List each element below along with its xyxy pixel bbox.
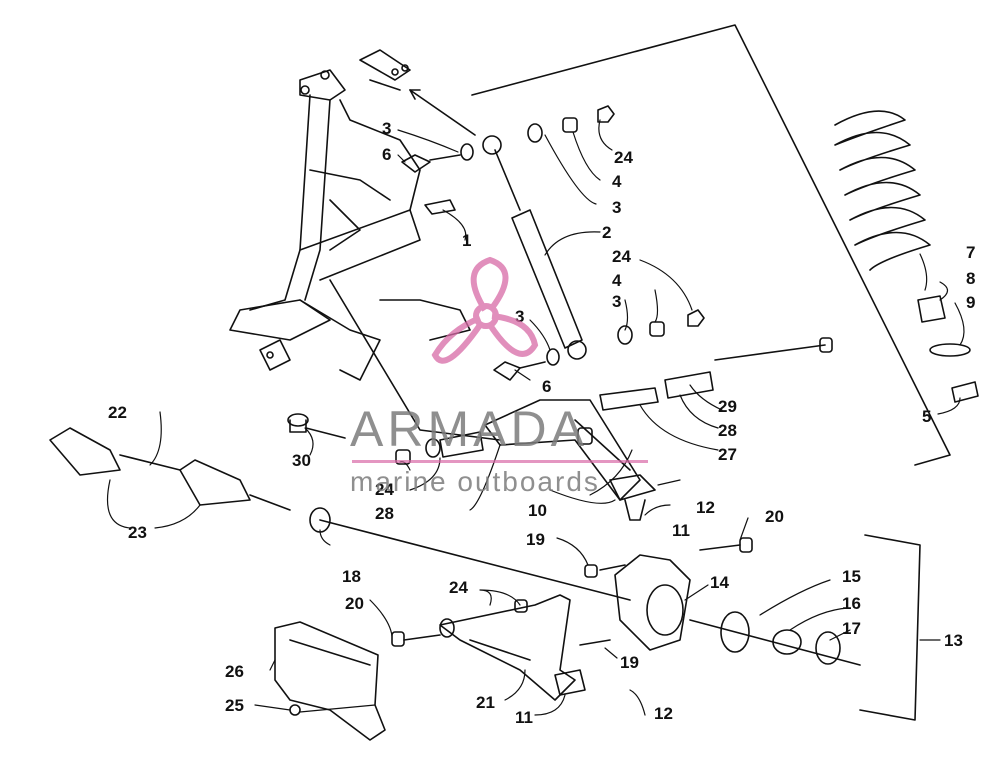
watermark-subtitle: marine outboards [350,466,600,497]
callout-26: 26 [225,662,244,681]
pointer-arrow [409,89,476,136]
callout-22: 22 [108,403,127,422]
skid-plate [274,621,386,741]
callout-20-right: 20 [765,507,784,526]
callout-24-left: 24 [375,480,394,499]
watermark-logo [431,256,539,364]
callout-21: 21 [476,693,495,712]
callout-18: 18 [342,567,361,586]
callout-3-top-right: 3 [612,198,621,217]
pointer-arrow-head [409,89,421,100]
callout-10: 10 [528,501,547,520]
callout-6-mid: 6 [542,377,551,396]
callout-25: 25 [225,696,244,715]
callout-27: 27 [718,445,737,464]
spring-assembly [834,110,979,403]
callout-3-mid-left: 3 [515,307,524,326]
cv-axle [49,427,631,601]
callout-28-left: 28 [375,504,394,523]
callout-9: 9 [966,293,975,312]
shock-absorber [482,135,587,360]
explode-boundary [471,24,951,466]
hub-bearing [689,611,861,666]
callout-8: 8 [966,269,975,288]
callout-5: 5 [922,407,931,426]
tie-rod-stud [287,413,346,439]
callout-3-top-left: 3 [382,119,391,138]
callout-11-lower: 11 [515,708,533,727]
callout-29: 29 [718,397,737,416]
callout-28-right: 28 [718,421,737,440]
callout-labels: 1 2 3 3 3 3 4 4 5 6 6 7 8 9 10 11 11 12 … [108,119,975,727]
watermark-title: ARMADA [350,401,588,457]
callout-24-mid: 24 [612,247,631,266]
callout-4-top: 4 [612,172,622,191]
callout-14: 14 [710,573,729,592]
callout-19-lower: 19 [620,653,639,672]
pivot-hardware [599,337,833,411]
callout-11-upper: 11 [672,521,690,540]
assembly-bracket [859,534,921,721]
callout-30: 30 [292,451,311,470]
callout-2: 2 [602,223,611,242]
callout-24-top: 24 [614,148,633,167]
callout-24-lower: 24 [449,578,468,597]
callout-1: 1 [462,231,471,250]
callout-17: 17 [842,619,861,638]
callout-13: 13 [944,631,963,650]
callout-6-top: 6 [382,145,391,164]
steering-knuckle [579,537,753,651]
callout-16: 16 [842,594,861,613]
arm-bushings [395,431,484,465]
watermark-rule [352,460,648,463]
callout-12-upper: 12 [696,498,715,517]
lower-a-arm [391,594,586,701]
leader-lines [106,119,965,716]
frame-assembly [229,49,501,441]
callout-4-mid: 4 [612,271,622,290]
callout-15: 15 [842,567,861,586]
lower-mount-hardware [493,309,705,381]
callout-19-upper: 19 [526,530,545,549]
callout-3-mid-right: 3 [612,292,621,311]
callout-23: 23 [128,523,147,542]
callout-7: 7 [966,243,975,262]
upper-mount-hardware [401,105,615,215]
callout-12-lower: 12 [654,704,673,723]
callout-20-left: 20 [345,594,364,613]
